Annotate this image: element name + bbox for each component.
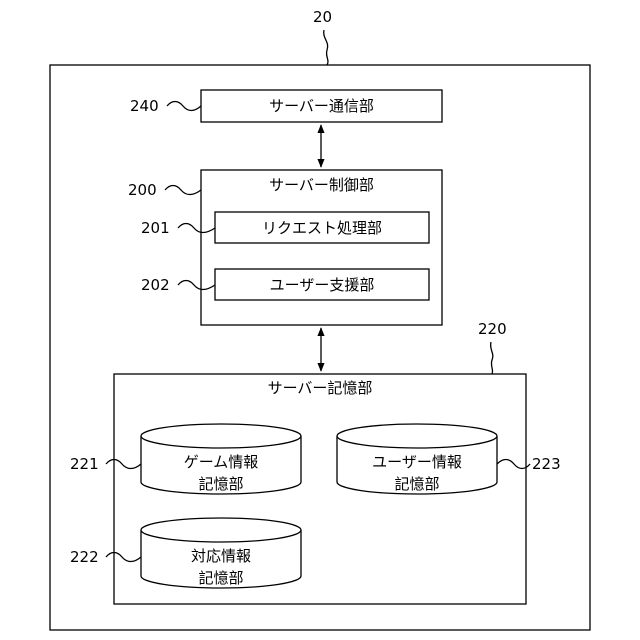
control-unit-label: サーバー制御部 xyxy=(269,176,374,194)
ref-request: 201 xyxy=(141,219,170,237)
storage-unit-label: サーバー記憶部 xyxy=(268,379,373,397)
ref-comm: 240 xyxy=(130,97,159,115)
game-info-db-label-2: 記憶部 xyxy=(198,475,243,493)
ref-control: 200 xyxy=(128,181,157,199)
game-info-db-label-1: ゲーム情報 xyxy=(184,453,259,471)
request-unit-label: リクエスト処理部 xyxy=(262,219,382,237)
ref-corr-db: 222 xyxy=(70,548,99,566)
ref-storage: 220 xyxy=(478,320,507,338)
ref-support: 202 xyxy=(141,276,170,294)
leader-device xyxy=(324,30,328,65)
correspondence-info-db-label-1: 対応情報 xyxy=(191,547,251,565)
correspondence-info-db-label-2: 記憶部 xyxy=(198,569,243,587)
user-info-db-label-1: ユーザー情報 xyxy=(372,453,462,471)
support-unit-label: ユーザー支援部 xyxy=(270,276,375,294)
user-info-db-label-2: 記憶部 xyxy=(394,475,439,493)
comm-unit-label: サーバー通信部 xyxy=(269,97,374,115)
ref-game-db: 221 xyxy=(70,455,99,473)
ref-device: 20 xyxy=(313,8,332,26)
ref-user-db: 223 xyxy=(532,455,561,473)
